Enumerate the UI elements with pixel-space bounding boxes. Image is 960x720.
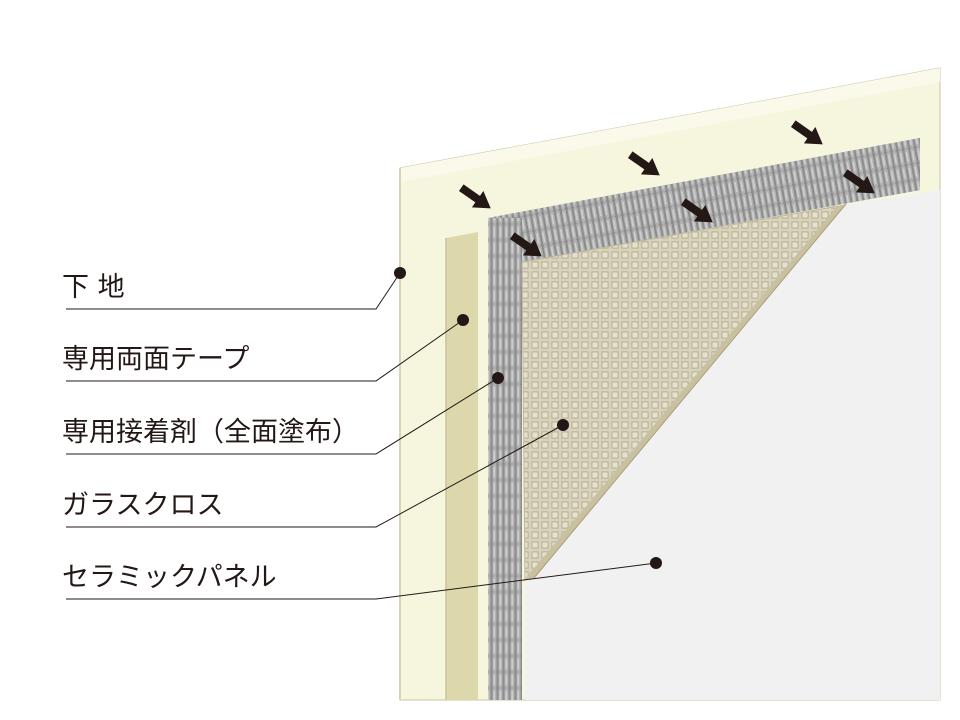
ceramic-panel xyxy=(525,190,940,700)
leader-dot-glass-cloth xyxy=(557,419,569,431)
leader-line-substrate xyxy=(66,272,401,310)
adhesive-layer xyxy=(488,138,920,700)
leader-line-tape xyxy=(66,319,464,382)
arrow-group xyxy=(458,120,875,257)
tape-strip xyxy=(445,232,478,700)
leader-dot-ceramic-panel xyxy=(650,557,662,569)
leader-dot-substrate xyxy=(394,267,406,279)
leader-dot-tape xyxy=(457,314,469,326)
arrow-icon xyxy=(627,151,660,176)
arrow-icon xyxy=(458,184,491,209)
label-adhesive: 専用接着剤（全面塗布） xyxy=(62,417,359,448)
leader-lines xyxy=(66,272,657,600)
leader-line-glass-cloth xyxy=(66,424,564,528)
leader-dots xyxy=(394,267,662,569)
label-substrate: 下 地 xyxy=(62,272,125,303)
leader-dot-adhesive xyxy=(492,372,504,384)
leader-line-ceramic-panel xyxy=(66,562,657,600)
label-tape: 専用両面テープ xyxy=(62,344,250,375)
arrow-icon xyxy=(509,232,542,257)
arrow-icon xyxy=(842,169,875,194)
label-glass-cloth: ガラスクロス xyxy=(62,490,224,521)
arrow-icon xyxy=(680,198,713,223)
arrow-icon xyxy=(790,120,823,145)
leader-line-adhesive xyxy=(66,377,499,455)
label-ceramic-panel: セラミックパネル xyxy=(62,562,277,593)
